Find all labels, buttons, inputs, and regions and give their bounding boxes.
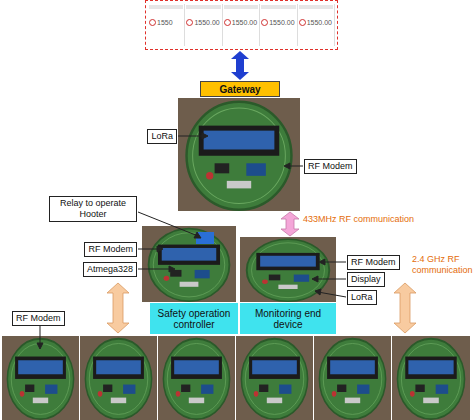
pcb-photo [80, 336, 157, 420]
table-cell: 1550.00 [185, 4, 222, 46]
table-cell: 1550.00 [260, 4, 297, 46]
node-text: RF Modem [308, 161, 353, 171]
reading-value: 1550.00 [269, 19, 294, 26]
status-icon [261, 19, 268, 26]
table-cell: 1550.00 [223, 4, 260, 46]
status-icon [186, 19, 193, 26]
leader-lines [37, 133, 346, 349]
status-icon [149, 19, 156, 26]
value-row: 1550.00 [186, 19, 220, 26]
reading-value: 1550.00 [194, 19, 219, 26]
callout-box: RF Modem [347, 255, 400, 270]
reading-value: 1550.00 [232, 19, 257, 26]
status-icon [299, 19, 306, 26]
annotation-text: 2.4 GHz RF communication [412, 254, 472, 276]
cell-header-bar [186, 5, 220, 9]
double-arrow [281, 212, 299, 236]
device-band: Safety operation controller [150, 303, 238, 334]
node-text: Gateway [219, 84, 260, 95]
value-row: 1550.00 [224, 19, 258, 26]
callout-box: RF Modem [84, 242, 137, 257]
node-text: RF Modem [351, 257, 396, 267]
reading-value: 1550 [157, 19, 173, 26]
node-text: LoRa [151, 131, 173, 141]
table-cell: 1550.00 [298, 4, 335, 46]
node-text: Relay to operate Hooter [60, 198, 126, 219]
pcb-photo [178, 98, 300, 211]
value-row: 1550 [149, 19, 183, 26]
pcb-photo [236, 336, 313, 420]
node-text: Monitoring end device [243, 308, 333, 330]
pcb-photo [2, 336, 79, 420]
callout-box: LoRa [147, 129, 177, 144]
callout-box: Relay to operate Hooter [49, 196, 137, 222]
callout-box: Atmega328 [83, 262, 137, 277]
node-text: LoRa [351, 292, 373, 302]
dashboard-panel: 1550 1550.00 1550.00 1550.00 1550.00 [145, 0, 338, 50]
device-band: Monitoring end device [240, 303, 336, 334]
callout-box: Display [347, 272, 385, 287]
double-arrow [231, 51, 249, 80]
annotation-text: 433MHz RF communication [303, 214, 433, 225]
status-icon [224, 19, 231, 26]
node-text: Display [351, 274, 381, 284]
node-text: RF Modem [16, 313, 61, 323]
pcb-photo [392, 336, 470, 420]
cell-header-bar [149, 5, 183, 9]
value-row: 1550.00 [299, 19, 333, 26]
value-row: 1550.00 [261, 19, 295, 26]
pcb-photo [314, 336, 391, 420]
gateway-box: Gateway [200, 81, 280, 97]
reading-value: 1550.00 [307, 19, 332, 26]
node-text: RF Modem [88, 244, 133, 254]
node-text: Safety operation controller [153, 308, 235, 330]
pcb-photo [158, 336, 235, 420]
double-arrow [107, 283, 129, 333]
callout-box: RF Modem [304, 159, 357, 174]
cell-header-bar [224, 5, 258, 9]
double-arrow [394, 283, 416, 333]
cell-header-bar [261, 5, 295, 9]
cell-header-bar [299, 5, 333, 9]
callout-box: LoRa [347, 290, 377, 305]
callout-box: RF Modem [12, 311, 65, 326]
table-cell: 1550 [148, 4, 185, 46]
pcb-photo [142, 226, 236, 302]
node-text: Atmega328 [87, 264, 133, 274]
